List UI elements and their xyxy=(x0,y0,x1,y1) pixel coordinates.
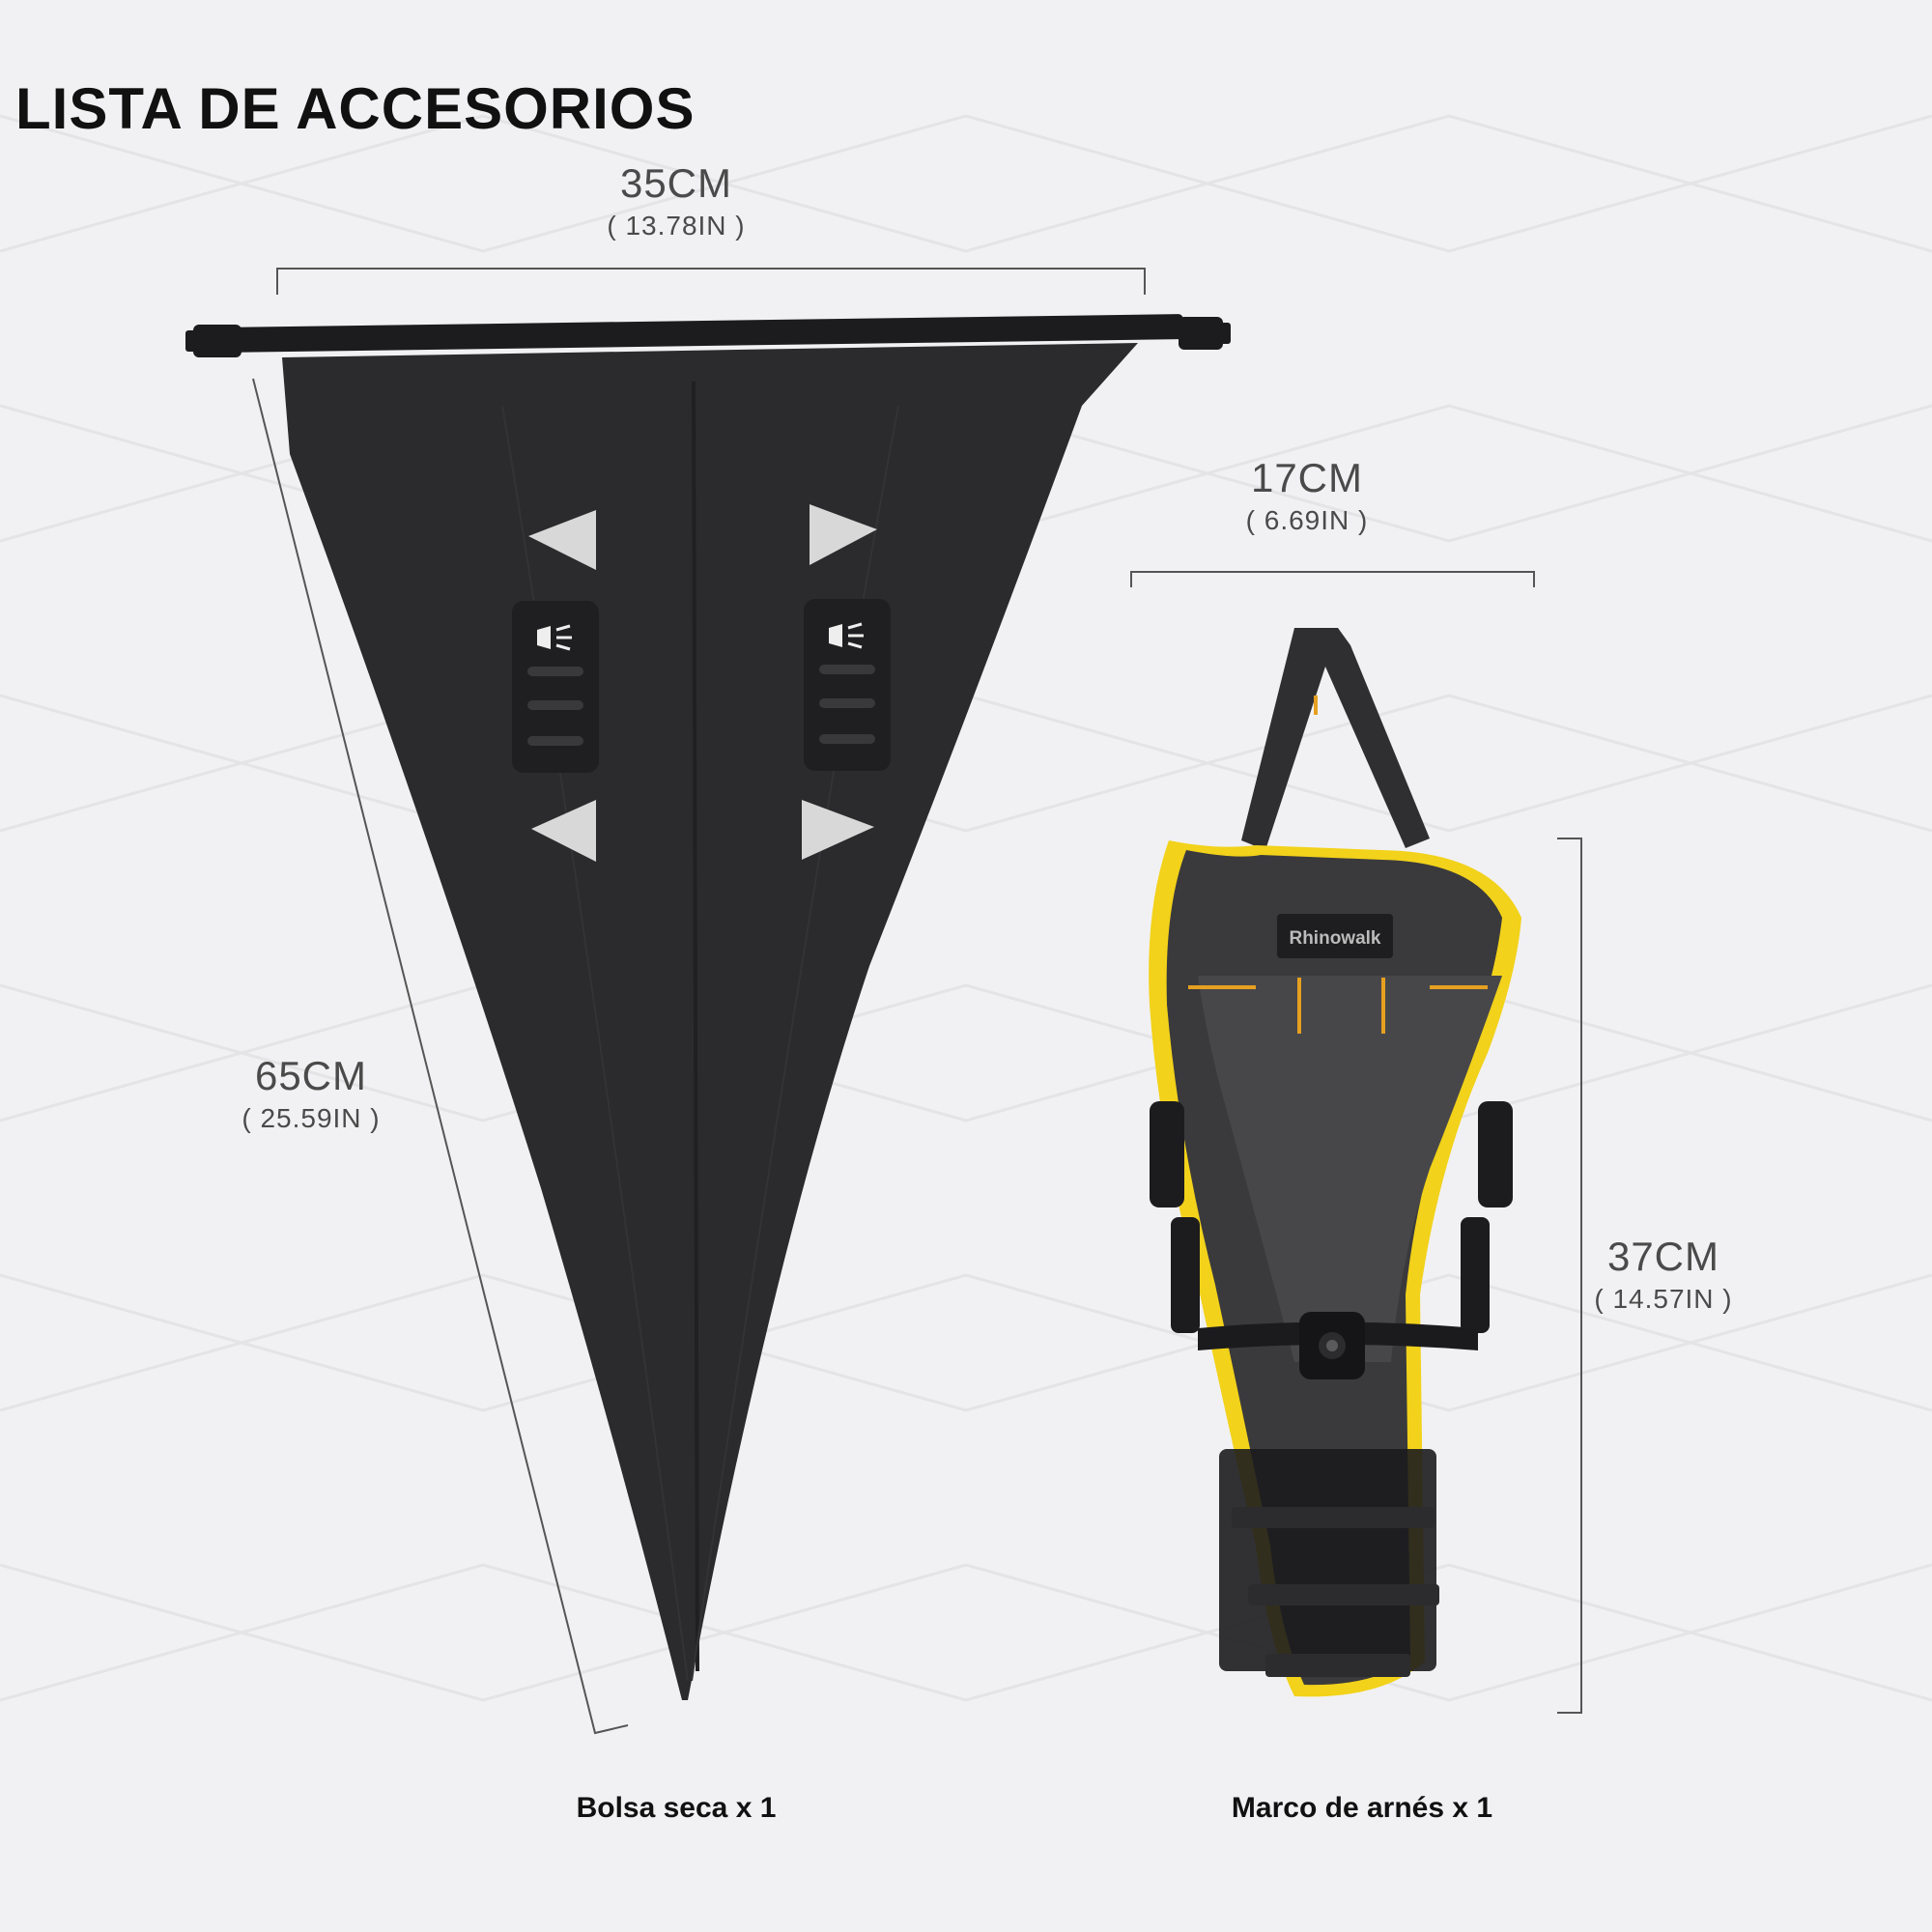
harness-height-label: 37CM ( 14.57IN ) xyxy=(1528,1234,1799,1315)
bag-width-dimension-line xyxy=(276,268,1146,295)
harness-image: Rhinowalk xyxy=(1149,628,1521,1697)
harness-height-inch: ( 14.57IN ) xyxy=(1594,1284,1733,1314)
bag-length-inch: ( 25.59IN ) xyxy=(242,1103,381,1133)
right-light-icon xyxy=(829,624,842,647)
right-light-mount xyxy=(804,599,891,771)
left-light-icon xyxy=(537,626,551,649)
bag-width-label: 35CM ( 13.78IN ) xyxy=(541,160,811,242)
harness-buckle-icon xyxy=(1299,1312,1365,1379)
harness-width-dimension-line xyxy=(1130,571,1535,587)
dry-bag-seam xyxy=(692,381,699,1672)
bag-length-dimension-line xyxy=(252,378,629,1735)
harness-height-cm: 37CM xyxy=(1606,1234,1720,1279)
right-buckle-icon xyxy=(1179,317,1231,350)
bag-width-inch: ( 13.78IN ) xyxy=(607,211,746,241)
left-light-mount xyxy=(512,601,599,773)
harness-fabric-panel xyxy=(1198,976,1502,1362)
reflective-patches xyxy=(528,504,877,862)
side-clamps xyxy=(1150,1101,1513,1333)
page-title: LISTA DE ACCESORIOS xyxy=(15,76,696,141)
brand-label xyxy=(1277,914,1393,958)
harness-top-strap xyxy=(1241,628,1430,850)
harness-caption: Marco de arnés x 1 xyxy=(1231,1792,1493,1824)
dry-bag-caption: Bolsa seca x 1 xyxy=(576,1792,777,1824)
left-buckle-icon xyxy=(185,325,242,357)
harness-width-inch: ( 6.69IN ) xyxy=(1245,505,1369,535)
harness-bottom-straps xyxy=(1219,1449,1439,1677)
bag-length-cm: 65CM xyxy=(254,1053,368,1098)
bag-length-label: 65CM ( 25.59IN ) xyxy=(176,1053,446,1134)
harness-width-cm: 17CM xyxy=(1250,455,1364,500)
harness-height-dimension-line xyxy=(1557,838,1582,1714)
harness-width-label: 17CM ( 6.69IN ) xyxy=(1172,455,1442,536)
dry-bag-body xyxy=(282,343,1138,1700)
dry-bag-image xyxy=(185,314,1231,1700)
brand-logo-text: Rhinowalk xyxy=(1289,928,1380,949)
roll-top-strap xyxy=(231,314,1184,353)
bag-width-cm: 35CM xyxy=(619,160,733,206)
